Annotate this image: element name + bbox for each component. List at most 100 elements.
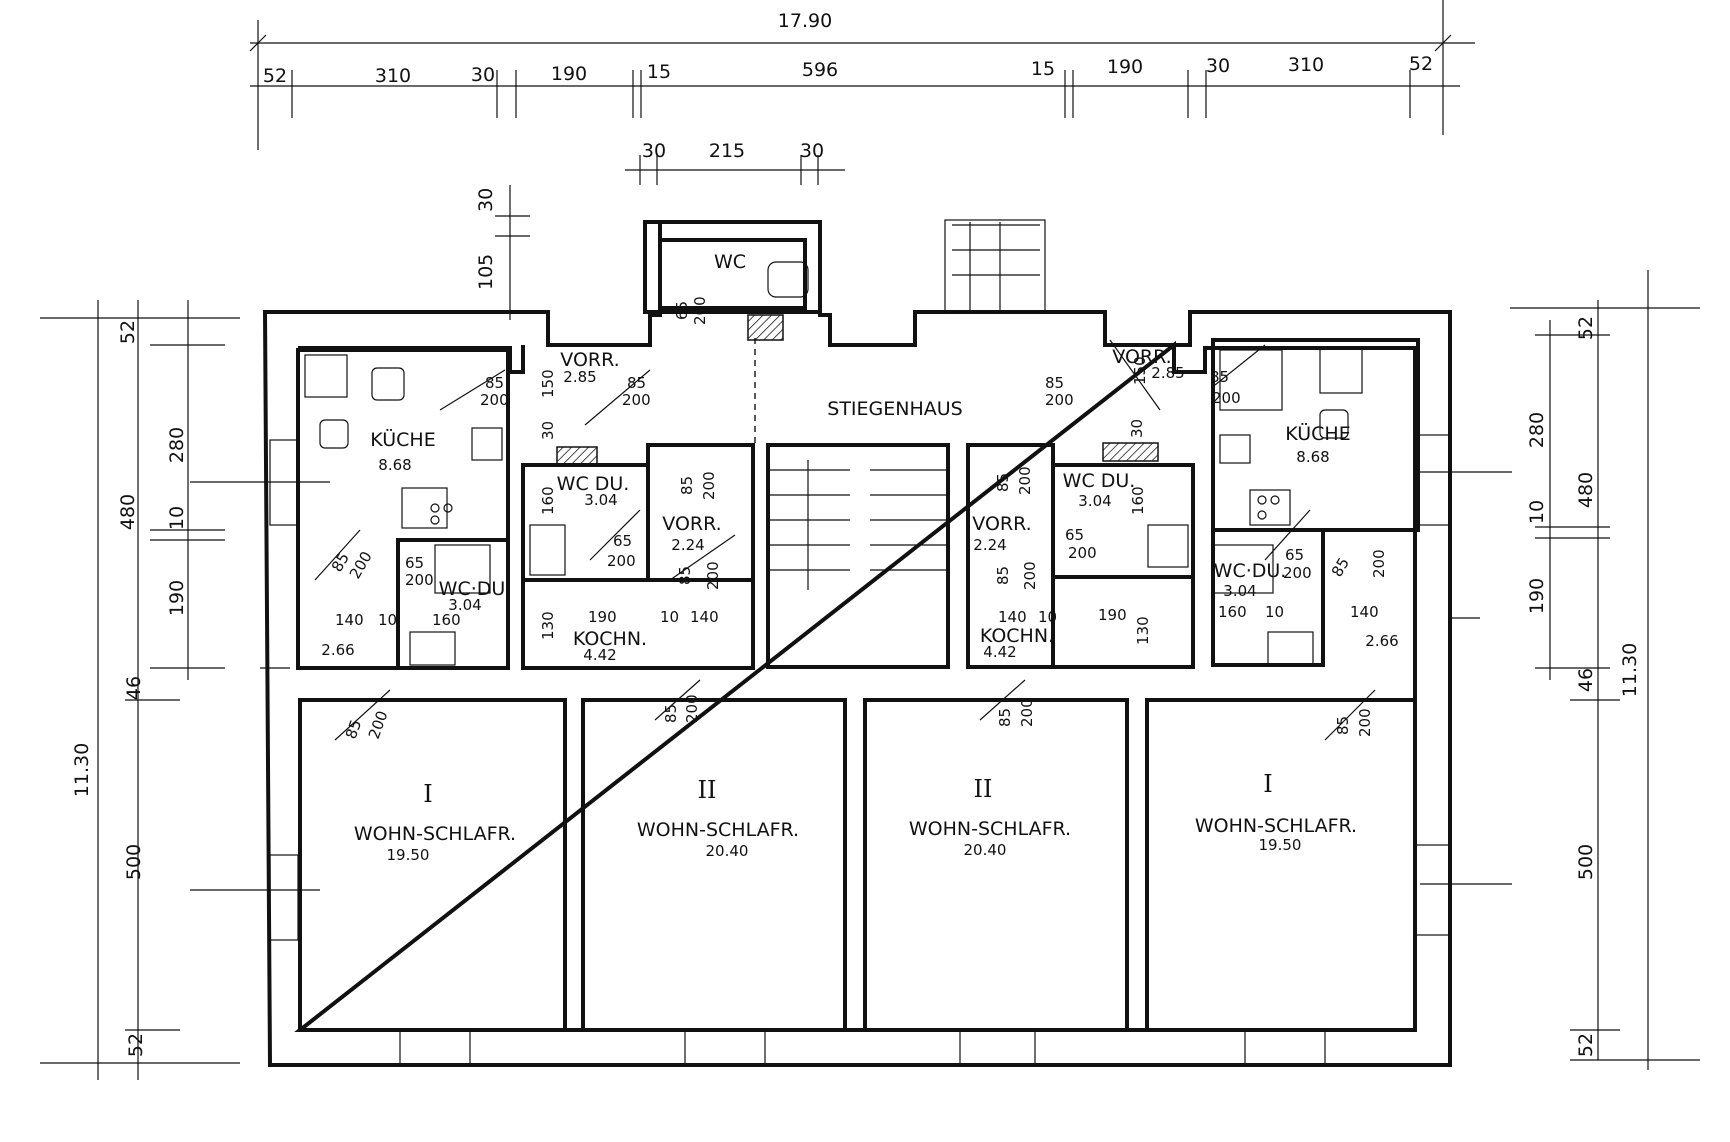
dim-right-52-top: 52	[1575, 316, 1597, 340]
door-dimension-labels: 85 200 85 200 85 200 85 200 65 200 65 20…	[328, 296, 1388, 741]
door-h-4: 200	[1212, 389, 1241, 407]
vorr-top-right-area: 2.85	[1151, 364, 1184, 382]
dim-top-2: 310	[375, 65, 411, 87]
door-w-14: 85	[678, 476, 696, 495]
wohn-1-area: 19.50	[387, 846, 430, 864]
stair-treads	[770, 222, 1040, 590]
hatched-shaft-left	[556, 446, 598, 466]
dim-160-cr: 160	[1129, 486, 1147, 515]
door-w-10: 85	[342, 717, 365, 741]
windows	[269, 434, 1451, 1066]
wohn-3-area: 20.40	[964, 841, 1007, 859]
wcdu-center-right-label: WC DU.	[1063, 470, 1136, 492]
dim-top-9: 30	[1206, 55, 1230, 77]
kitchen-right-area: 8.68	[1296, 448, 1329, 466]
dim-top-4: 190	[551, 63, 587, 85]
door-w-6: 65	[1065, 526, 1084, 544]
door-w-16: 85	[676, 566, 694, 585]
dim-140-right: 140	[1350, 603, 1379, 621]
vorr-center-right-label: VORR.	[972, 513, 1031, 535]
door-w-17: 85	[994, 566, 1012, 585]
dim-10-right: 10	[1265, 603, 1284, 621]
hall-right-area: 2.66	[1365, 632, 1398, 650]
dim-160-cl: 160	[539, 486, 557, 515]
dim-left-total: 11.30	[71, 743, 93, 797]
dim-right-280: 280	[1526, 412, 1548, 448]
door-w-15: 85	[994, 473, 1012, 492]
dim-right-total: 11.30	[1619, 643, 1641, 697]
kitchen-left-label: KÜCHE	[370, 428, 435, 451]
dim-stair-1: 30	[642, 140, 666, 162]
door-w-18: 85	[1328, 554, 1353, 580]
door-h-3: 200	[1045, 391, 1074, 409]
wcdu-center-left-label: WC DU.	[557, 473, 630, 495]
interior-dimension-labels: 140 10 160 190 10 140 140 10 190 160 10 …	[335, 356, 1379, 645]
dim-top-3: 30	[471, 64, 495, 86]
wcdu-left-label: WC·DU.	[439, 578, 512, 600]
dim-right-46: 46	[1575, 668, 1597, 692]
walls	[262, 219, 1452, 1067]
kochn-right-label: KOCHN.	[980, 625, 1054, 647]
dim-left-480: 480	[117, 494, 139, 530]
dim-left-52-bottom: 52	[125, 1033, 147, 1057]
door-w-5: 65	[613, 532, 632, 550]
dim-overall-width: 17.90	[778, 10, 832, 32]
wohn-1-numeral: I	[423, 780, 432, 808]
dim-left-52-top: 52	[117, 320, 139, 344]
dim-10-cl: 10	[660, 608, 679, 626]
wcdu-center-right-area: 3.04	[1078, 492, 1111, 510]
dim-stair-3: 30	[800, 140, 824, 162]
dim-top-5: 15	[647, 61, 671, 83]
kitchen-right-label: KÜCHE	[1285, 422, 1350, 445]
wohn-3-label: WOHN-SCHLAFR.	[909, 818, 1071, 840]
dim-right-10: 10	[1526, 500, 1548, 524]
dim-right-190: 190	[1526, 578, 1548, 614]
dim-top-10: 310	[1288, 54, 1324, 76]
door-w-2: 85	[627, 374, 646, 392]
door-h-10: 200	[365, 708, 392, 741]
kochn-left-area: 4.42	[583, 646, 616, 664]
dim-right-52-bottom: 52	[1575, 1033, 1597, 1057]
wcdu-right-label: WC·DU.	[1214, 560, 1287, 582]
kitchen-left-area: 8.68	[378, 456, 411, 474]
dim-top-6: 596	[802, 59, 838, 81]
door-w-11: 85	[662, 704, 680, 723]
vorr-center-left-label: VORR.	[662, 513, 721, 535]
dim-160-left: 160	[432, 611, 461, 629]
door-w-1: 85	[485, 374, 504, 392]
wc-top-label: WC	[714, 251, 746, 273]
dim-right-480: 480	[1575, 472, 1597, 508]
hall-left-area: 2.66	[321, 641, 354, 659]
dim-140-cl: 140	[690, 608, 719, 626]
door-w-3: 85	[1045, 374, 1064, 392]
dim-left-10: 10	[166, 506, 188, 530]
wcdu-center-left-area: 3.04	[584, 491, 617, 509]
dim-10-left: 10	[378, 611, 397, 629]
dim-left-280: 280	[166, 427, 188, 463]
door-h-17: 200	[1021, 561, 1039, 590]
door-w-7: 65	[405, 554, 424, 572]
dim-130-left: 130	[539, 611, 557, 640]
door-w-8: 65	[1285, 546, 1304, 564]
door-h-5: 200	[607, 552, 636, 570]
wohn-1-label: WOHN-SCHLAFR.	[354, 823, 516, 845]
kochn-left-label: KOCHN.	[573, 628, 647, 650]
dim-left-46: 46	[123, 676, 145, 700]
dim-140-left: 140	[335, 611, 364, 629]
door-h-8: 200	[1283, 564, 1312, 582]
dim-30-right: 30	[1128, 419, 1146, 438]
dim-wc-annex-30: 30	[475, 188, 497, 212]
vorr-top-left-label: VORR.	[560, 349, 619, 371]
door-h-6: 200	[1068, 544, 1097, 562]
wohn-2-area: 20.40	[706, 842, 749, 860]
dim-190-left: 190	[588, 608, 617, 626]
wcdu-left-area: 3.04	[448, 596, 481, 614]
vorr-center-left-area: 2.24	[671, 536, 704, 554]
fixtures	[304, 261, 1363, 666]
wohn-4-label: WOHN-SCHLAFR.	[1195, 815, 1357, 837]
dim-130-right: 130	[1134, 616, 1152, 645]
door-h-9: 200	[346, 548, 376, 582]
hatched-shaft-top	[747, 314, 784, 341]
door-w-19: 65	[673, 301, 691, 320]
